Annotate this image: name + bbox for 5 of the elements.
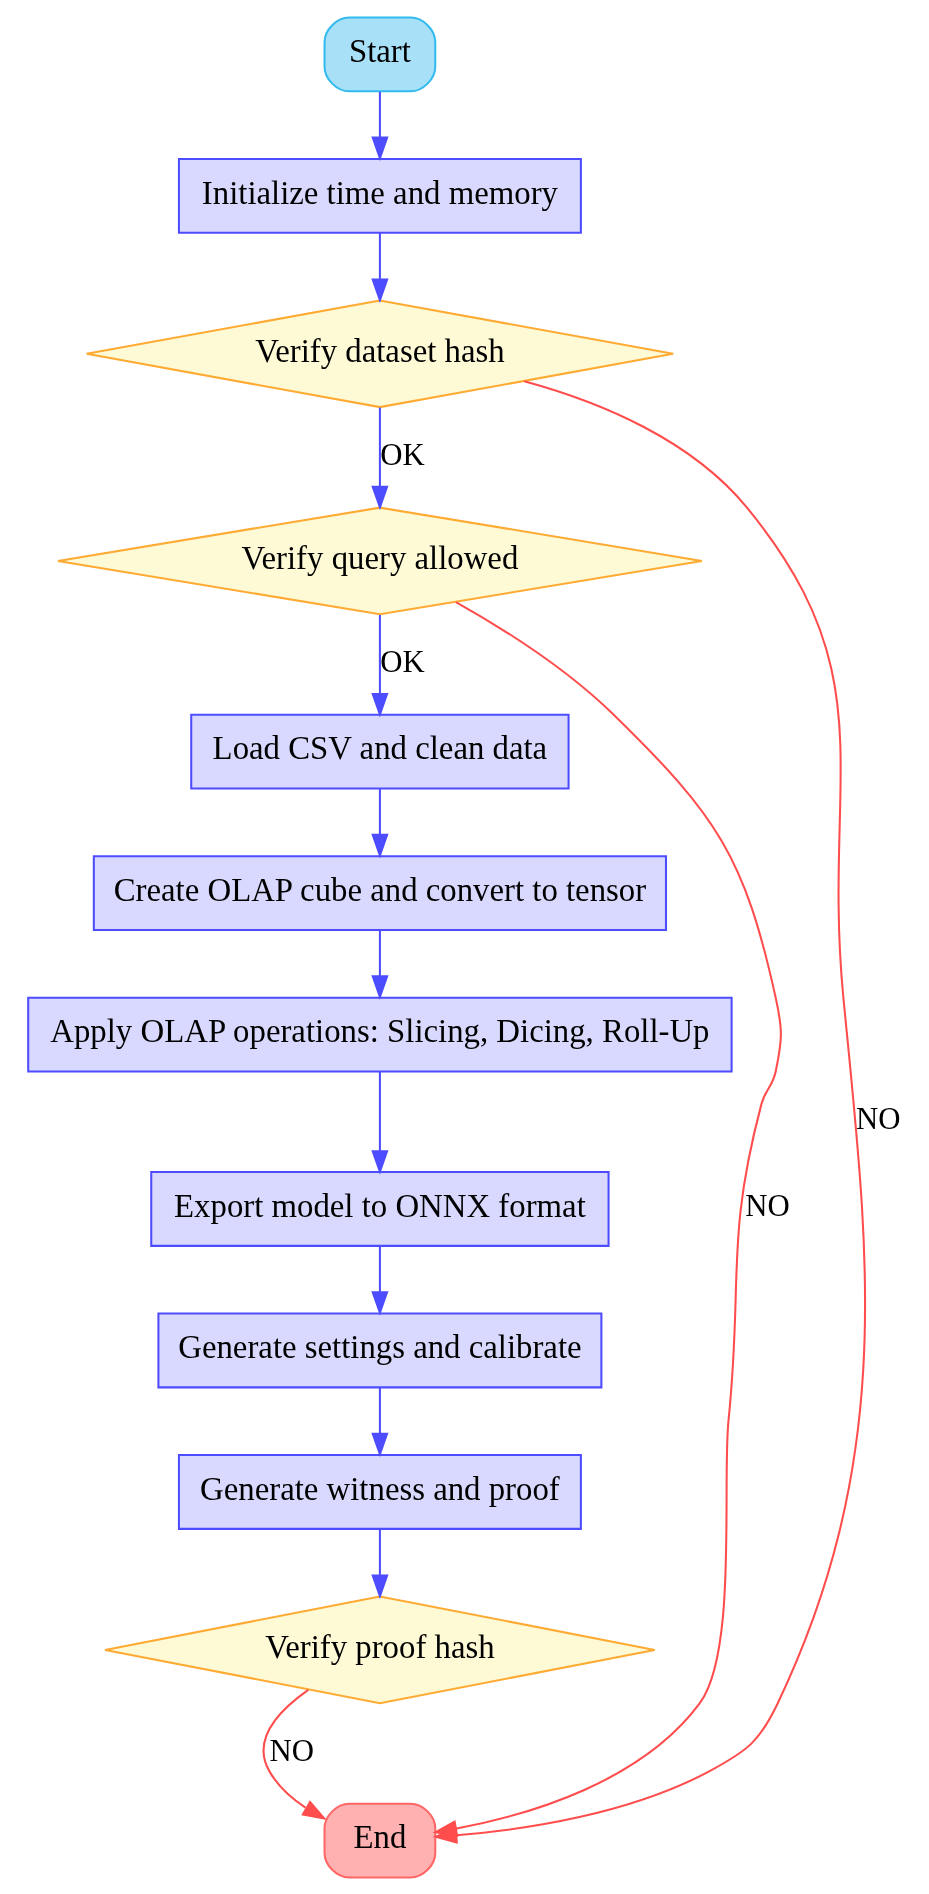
edge-label: NO [269, 1733, 314, 1768]
edge-label: OK [380, 437, 425, 472]
edge-label: OK [380, 644, 425, 679]
edge-label: NO [856, 1101, 901, 1136]
edge-label: NO [745, 1188, 790, 1223]
